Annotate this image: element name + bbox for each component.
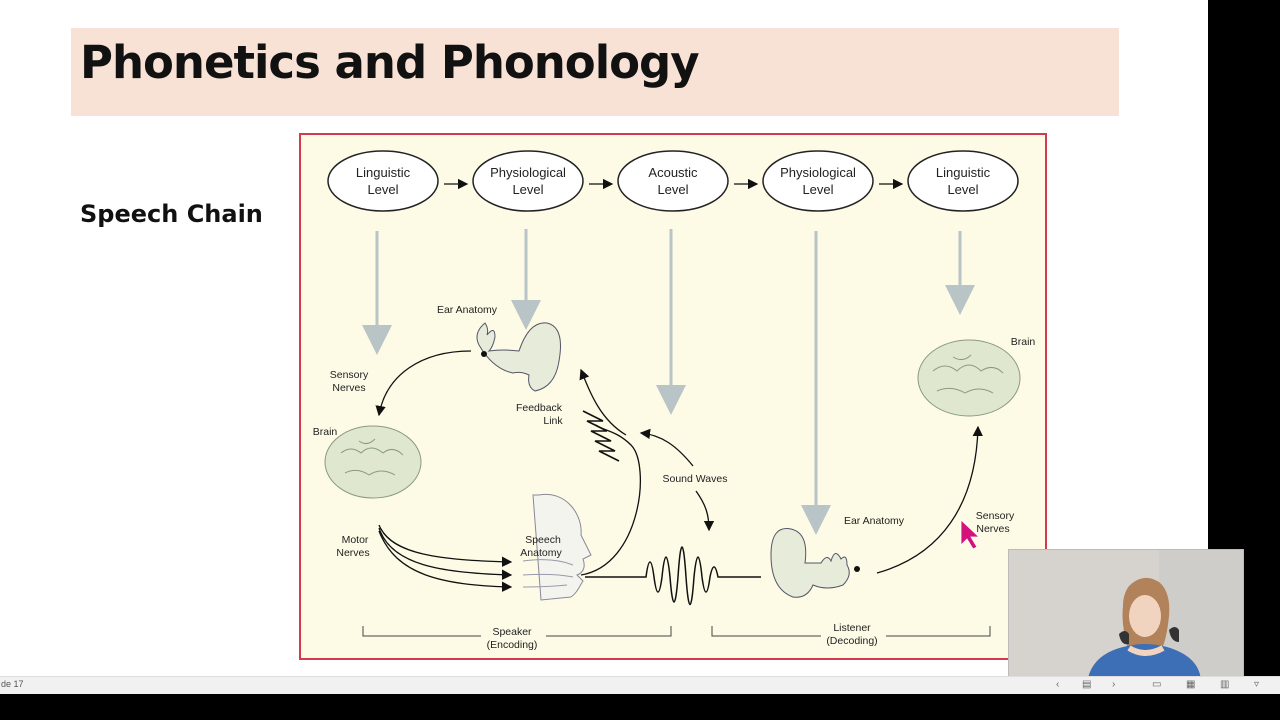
slideshow-icon[interactable]: ▿ (1254, 679, 1260, 690)
sensory-nerves-left-label-1: Sensory (330, 369, 369, 381)
brain-right-illustration (917, 339, 1021, 417)
motor-nerves-arrow-1 (378, 524, 513, 567)
title-band: Phonetics and Phonology (71, 28, 1119, 116)
listener-label-1: Listener (833, 622, 871, 634)
motor-nerves-arrow-2 (378, 527, 513, 580)
bottom-black-bar (0, 694, 1280, 720)
speech-chain-figure: Linguistic Level Physiological Level Aco… (299, 133, 1047, 660)
level-1-line1: Linguistic (356, 165, 411, 180)
sensory-nerves-left-arrow (375, 350, 472, 417)
slide-title: Phonetics and Phonology (80, 36, 700, 89)
listener-label-2: (Decoding) (826, 635, 877, 647)
ear-anatomy-right-label: Ear Anatomy (844, 515, 905, 527)
sound-waves-arrow-up (639, 428, 694, 467)
mouse-cursor-icon (960, 519, 981, 550)
slide-subtitle: Speech Chain (80, 200, 263, 228)
level-2-line2: Level (512, 182, 543, 197)
motor-nerves-arrow-3 (378, 530, 513, 592)
listener-bracket (711, 626, 991, 637)
prev-slide-icon[interactable]: ‹ (1056, 679, 1060, 690)
speech-anatomy-label-2: Anatomy (520, 547, 562, 559)
feedback-link-arrow (579, 368, 627, 436)
brain-left-label: Brain (313, 426, 338, 438)
level-5-line2: Level (947, 182, 978, 197)
level-1-line2: Level (367, 182, 398, 197)
presenter-webcam (1008, 549, 1244, 682)
sensory-nerves-right-label-2: Nerves (976, 523, 1009, 535)
presenter-video-icon (1009, 550, 1243, 681)
level-2-physiological: Physiological Level (472, 150, 584, 212)
speaker-label-2: (Encoding) (487, 639, 538, 651)
sound-wave (585, 546, 761, 605)
sound-waves-label: Sound Waves (663, 473, 728, 485)
level-2-line1: Physiological (490, 165, 566, 180)
sorter-view-icon[interactable]: ▦ (1186, 679, 1196, 690)
ear-anatomy-left-illustration (476, 322, 561, 392)
feedback-link-label-2: Link (543, 415, 563, 427)
level-4-line2: Level (802, 182, 833, 197)
level-4-physiological: Physiological Level (762, 150, 874, 212)
level-5-linguistic: Linguistic Level (907, 150, 1019, 212)
level-1-linguistic: Linguistic Level (327, 150, 439, 212)
level-4-line1: Physiological (780, 165, 856, 180)
status-bar: de 17 ‹ ▤ › ▭ ▦ ▥ ▿ (0, 676, 1280, 694)
normal-view-icon[interactable]: ▭ (1152, 679, 1162, 690)
level-3-line2: Level (657, 182, 688, 197)
speech-chain-diagram: Linguistic Level Physiological Level Aco… (313, 150, 1036, 651)
motor-nerves-label-1: Motor (342, 534, 369, 546)
motor-nerves-label-2: Nerves (336, 547, 369, 559)
next-slide-icon[interactable]: › (1112, 679, 1116, 690)
brain-right-label: Brain (1011, 336, 1036, 348)
ear-anatomy-left-label: Ear Anatomy (437, 304, 498, 316)
speaker-bracket (362, 626, 672, 637)
speech-anatomy-illustration (522, 493, 592, 601)
feedback-link-label-1: Feedback (516, 402, 563, 414)
notes-icon[interactable]: ▤ (1082, 679, 1092, 690)
sensory-nerves-left-label-2: Nerves (332, 382, 365, 394)
level-3-line1: Acoustic (648, 165, 698, 180)
brain-left-illustration (324, 425, 422, 499)
feedback-wave (582, 410, 620, 462)
sensory-nerves-right-arrow (876, 425, 983, 574)
level-3-acoustic: Acoustic Level (617, 150, 729, 212)
speaker-label-1: Speaker (492, 626, 532, 638)
slide: Phonetics and Phonology Speech Chain Lin… (0, 0, 1208, 676)
reading-view-icon[interactable]: ▥ (1220, 679, 1230, 690)
ear-anatomy-right-illustration (770, 528, 860, 598)
speech-anatomy-label-1: Speech (525, 534, 561, 546)
sensory-nerves-right-label-1: Sensory (976, 510, 1015, 522)
down-arrows (362, 229, 975, 535)
page-indicator: de 17 (1, 679, 24, 689)
level-5-line1: Linguistic (936, 165, 991, 180)
sound-waves-arrow-down (695, 490, 715, 532)
